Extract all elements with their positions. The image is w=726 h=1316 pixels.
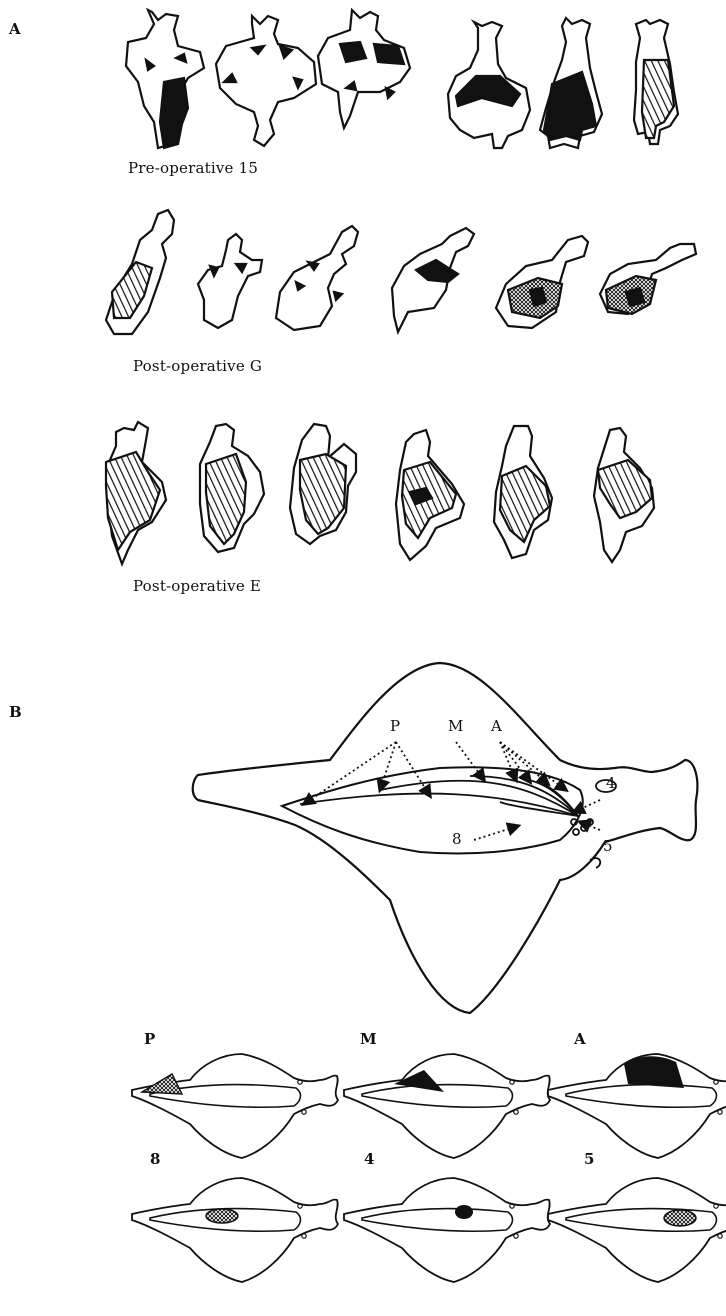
mini-map-label: M [360,1030,377,1048]
mini-map-label: 5 [584,1150,594,1168]
mini-map-label: P [144,1030,155,1048]
mini-map-label: 4 [364,1150,374,1168]
mini-map-label: A [574,1030,586,1048]
mini-map-label: 8 [150,1150,160,1168]
